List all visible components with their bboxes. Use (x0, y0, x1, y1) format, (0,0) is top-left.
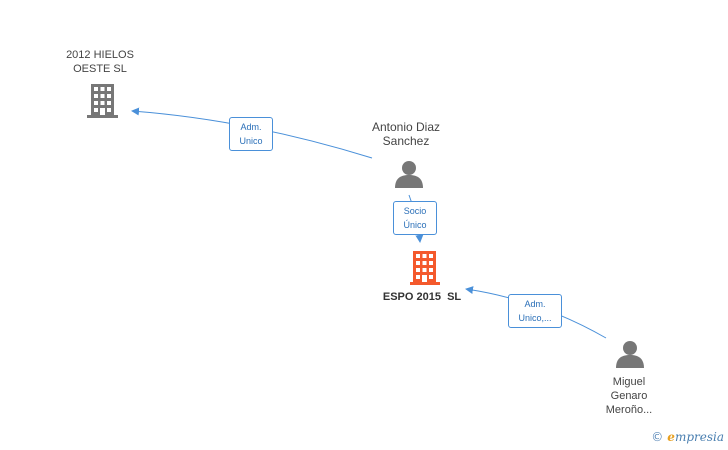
building-icon[interactable] (410, 251, 440, 285)
edge-label-socio-unico: Socio Único (393, 201, 437, 235)
empresia-watermark: ©empresia (651, 430, 724, 444)
person-icon[interactable] (395, 161, 423, 188)
node-label-miguel[interactable]: Miguel Genaro Meroño... (605, 376, 653, 416)
node-label-hielos[interactable]: 2012 HIELOS OESTE SL (66, 49, 134, 75)
building-icon[interactable] (87, 84, 118, 118)
edge-label-adm-unico: Adm. Unico (229, 117, 273, 151)
copyright-symbol: © (651, 430, 664, 444)
brand-initial: e (667, 430, 675, 444)
node-label-antonio[interactable]: Antonio Diaz Sanchez (371, 120, 441, 148)
brand-name: mpresia (674, 430, 724, 444)
person-icon[interactable] (616, 341, 644, 368)
edge-label-adm-unico-2: Adm. Unico,... (508, 294, 562, 328)
node-label-espo[interactable]: ESPO 2015 SL (382, 291, 462, 303)
